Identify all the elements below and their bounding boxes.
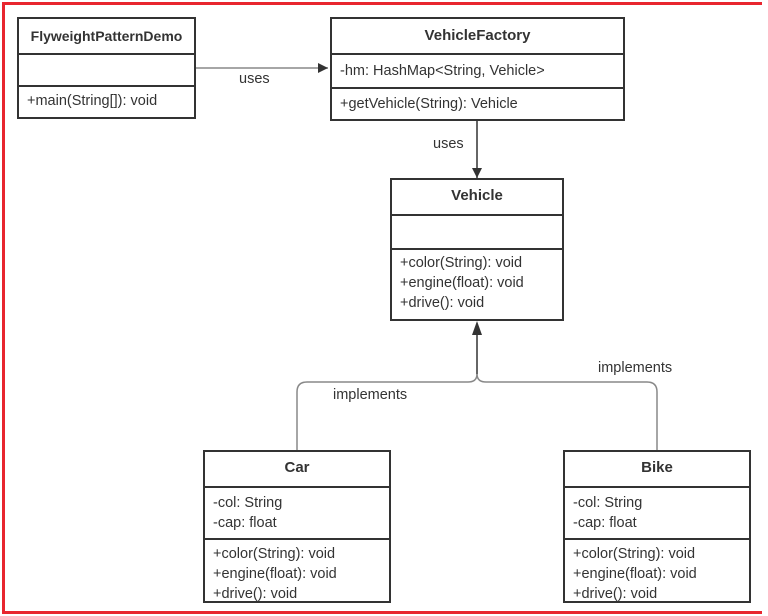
methods-section: +color(String): void +engine(float): voi…	[392, 248, 562, 313]
method: +engine(float): void	[213, 566, 337, 582]
method: +color(String): void	[573, 546, 696, 562]
implements-arrowhead	[472, 321, 482, 335]
method: +drive(): void	[573, 586, 658, 602]
method: +engine(float): void	[400, 275, 524, 291]
attributes-section	[19, 53, 194, 85]
class-flyweightpatterndemo: FlyweightPatternDemo +main(String[]): vo…	[17, 17, 196, 119]
methods-section: +color(String): void +engine(float): voi…	[205, 538, 389, 604]
class-name: Bike	[641, 459, 673, 476]
attribute: -col: String	[213, 495, 283, 511]
attribute: -cap: float	[573, 515, 637, 531]
method: +main(String[]): void	[27, 93, 158, 109]
method: +color(String): void	[213, 546, 336, 562]
methods-section: +getVehicle(String): Vehicle	[332, 87, 623, 119]
attributes-section: -hm: HashMap<String, Vehicle>	[332, 53, 623, 87]
class-vehicle: Vehicle +color(String): void +engine(flo…	[390, 178, 564, 321]
attribute: -cap: float	[213, 515, 277, 531]
methods-section: +color(String): void +engine(float): voi…	[565, 538, 749, 604]
methods-section: +main(String[]): void	[19, 85, 194, 117]
class-car: Car -col: String -cap: float +color(Stri…	[203, 450, 391, 603]
attributes-section: -col: String -cap: float	[205, 486, 389, 538]
class-name: FlyweightPatternDemo	[30, 28, 183, 44]
method: +drive(): void	[400, 295, 485, 311]
method: +getVehicle(String): Vehicle	[340, 96, 518, 112]
class-name: VehicleFactory	[424, 27, 531, 44]
relation-label-uses-demo-factory: uses	[239, 71, 270, 87]
class-bike: Bike -col: String -cap: float +color(Str…	[563, 450, 751, 603]
attributes-section	[392, 214, 562, 248]
attribute: -hm: HashMap<String, Vehicle>	[340, 63, 545, 79]
method: +engine(float): void	[573, 566, 697, 582]
class-name: Vehicle	[451, 187, 503, 204]
class-vehiclefactory: VehicleFactory -hm: HashMap<String, Vehi…	[330, 17, 625, 121]
relation-label-implements-bike: implements	[598, 360, 673, 376]
relation-label-implements-car: implements	[333, 387, 408, 403]
implements-line-car	[296, 373, 478, 450]
class-name: Car	[284, 459, 310, 476]
implements-line-bike	[476, 373, 658, 450]
method: +color(String): void	[400, 255, 523, 271]
attribute: -col: String	[573, 495, 643, 511]
method: +drive(): void	[213, 586, 298, 602]
attributes-section: -col: String -cap: float	[565, 486, 749, 538]
relation-label-uses-factory-vehicle: uses	[433, 136, 464, 152]
